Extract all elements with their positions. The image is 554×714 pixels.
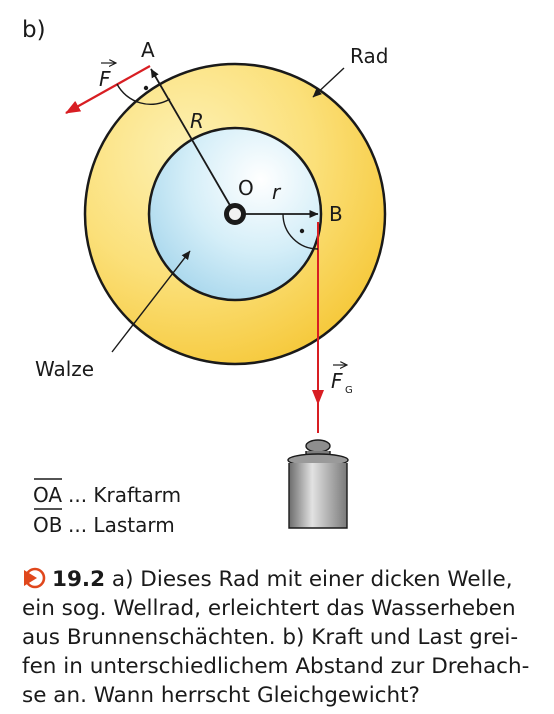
label-fg: F: [331, 369, 343, 393]
walze-pointer: [111, 250, 191, 353]
caption-line-5: se an. Wann herrscht Gleichgewicht?: [22, 683, 420, 708]
label-b: B: [329, 202, 343, 226]
label-f: F: [99, 67, 111, 91]
label-rad: Rad: [350, 44, 388, 68]
right-angle-a: [116, 83, 171, 106]
legend-ob-segment: OB: [33, 513, 62, 537]
label-fg-sub: G: [345, 385, 353, 396]
label-a: A: [141, 38, 155, 62]
label-r-big: R: [190, 109, 204, 133]
caption-line-1: 19.2 a) Dieses Rad mit einer dicken Well…: [22, 565, 542, 594]
rad-pointer: [312, 67, 345, 98]
caption-line-3: aus Brunnenschächten. b) Kraft und Last …: [22, 625, 519, 650]
wheel-and-axle-diagram: b) A B O R r Rad Walze F F G OA ... Kraf…: [22, 17, 388, 537]
weight-icon: [287, 439, 349, 529]
right-angle-b-dot: [299, 228, 305, 234]
part-label: b): [22, 17, 46, 43]
caption-number: 19.2: [52, 567, 106, 592]
legend-ob-text: ... Lastarm: [68, 513, 175, 537]
caption-line-4: fen in unterschiedlichem Abstand zur Dre…: [22, 654, 530, 679]
right-angle-b: [282, 213, 319, 250]
right-angle-a-dot: [143, 85, 149, 91]
caption-line-2: ein sog. Wellrad, erleichtert das Wasser…: [22, 596, 516, 621]
play-arrow-icon: [24, 567, 46, 589]
legend-oa-segment: OA: [33, 483, 62, 507]
axle-o: [224, 203, 246, 225]
figure-caption: 19.2 a) Dieses Rad mit einer dicken Well…: [22, 565, 542, 710]
radius-R-arrow: [150, 68, 236, 215]
caption-text-1: a) Dieses Rad mit einer dicken Welle,: [111, 567, 513, 592]
label-o: O: [238, 176, 254, 200]
label-r-small: r: [272, 180, 282, 204]
force-f-arrow: [65, 65, 151, 114]
legend-oa-text: ... Kraftarm: [68, 483, 181, 507]
label-walze: Walze: [35, 357, 94, 381]
